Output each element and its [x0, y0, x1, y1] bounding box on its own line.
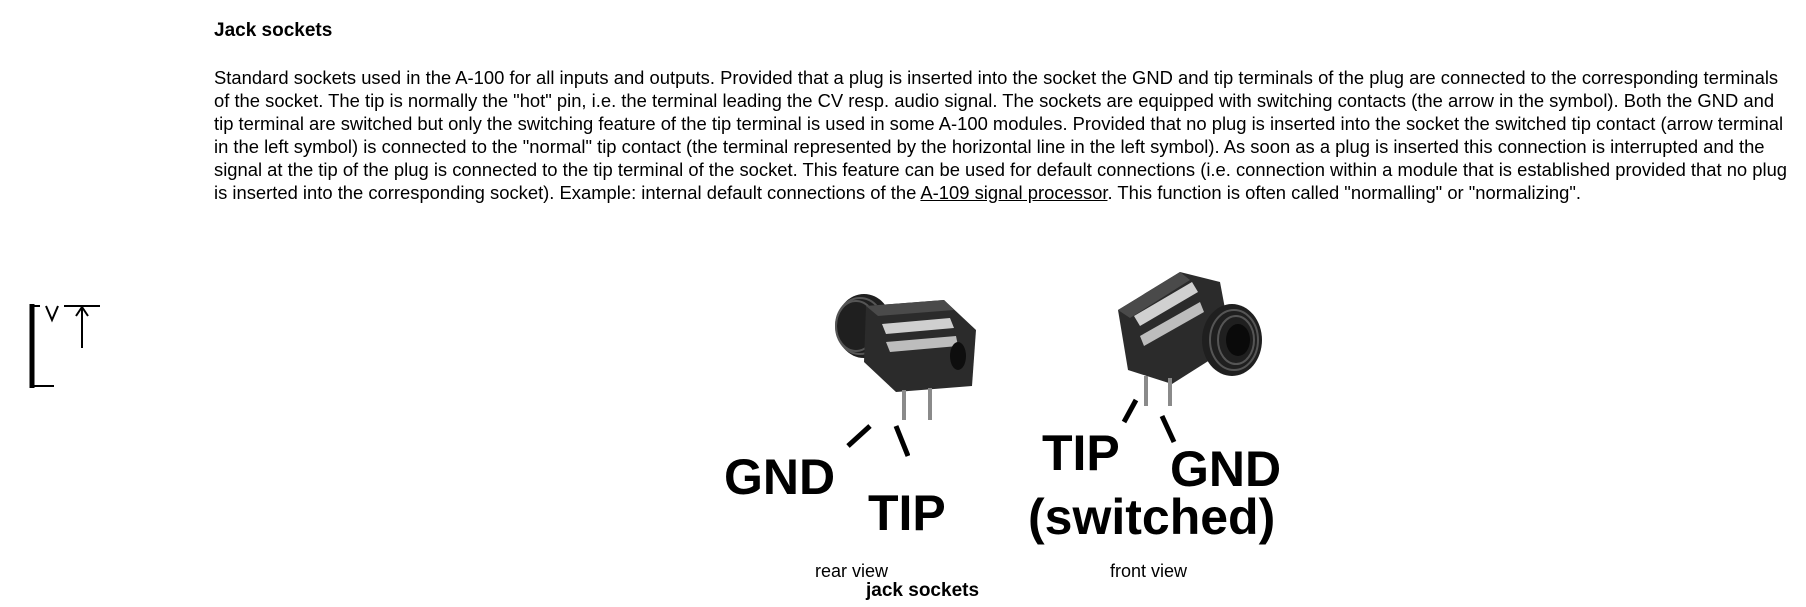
- figure-title: jack sockets: [866, 580, 980, 601]
- jack-socket-rear-photo: [835, 294, 976, 420]
- description-paragraph: Standard sockets used in the A-100 for a…: [214, 66, 1794, 204]
- rear-leader-lines: [846, 424, 910, 457]
- front-switched-label: (switched): [1028, 489, 1276, 545]
- section-heading: Jack sockets: [214, 20, 333, 41]
- front-view-caption: front view: [1110, 561, 1188, 581]
- jack-socket-front-photo: [1118, 272, 1262, 406]
- front-leader-lines: [1121, 398, 1177, 444]
- front-tip-label: TIP: [1042, 425, 1120, 481]
- paragraph-text-start: Standard sockets used in the A-100 for a…: [214, 67, 1788, 203]
- rear-view-caption: rear view: [815, 561, 889, 581]
- jack-socket-schematic-icon: [29, 304, 100, 388]
- rear-gnd-label: GND: [724, 449, 836, 505]
- rear-tip-label: TIP: [868, 485, 946, 541]
- front-gnd-label: GND: [1170, 441, 1282, 497]
- a109-signal-processor-link[interactable]: A-109 signal processor: [920, 182, 1108, 203]
- paragraph-text-end: . This function is often called "normall…: [1107, 182, 1581, 203]
